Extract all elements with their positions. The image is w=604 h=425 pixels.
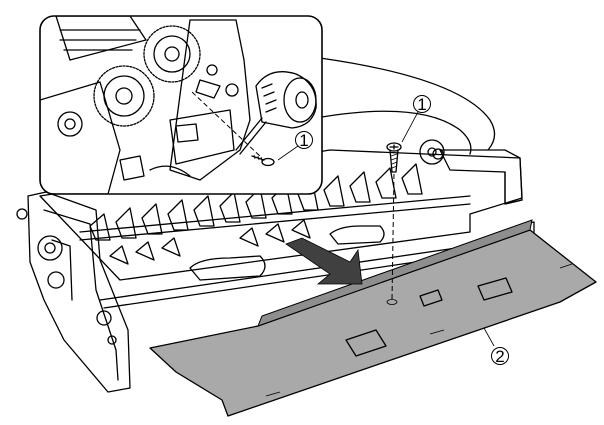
callout-label-2: 2 [491,347,509,366]
svg-text:1: 1 [417,95,426,114]
guide-fingers [89,163,423,265]
frame-gear [419,139,445,165]
removal-arrow [285,237,363,285]
screw-inset [251,154,275,167]
leader-lines [277,111,495,347]
detail-inset [39,15,496,195]
svg-text:1: 1 [299,131,308,150]
screw-main [386,142,402,301]
callout-label-1-inset: 1 [295,131,313,150]
callout-label-1-main: 1 [413,95,431,114]
cover-plate [149,219,597,417]
svg-text:2: 2 [495,347,504,366]
